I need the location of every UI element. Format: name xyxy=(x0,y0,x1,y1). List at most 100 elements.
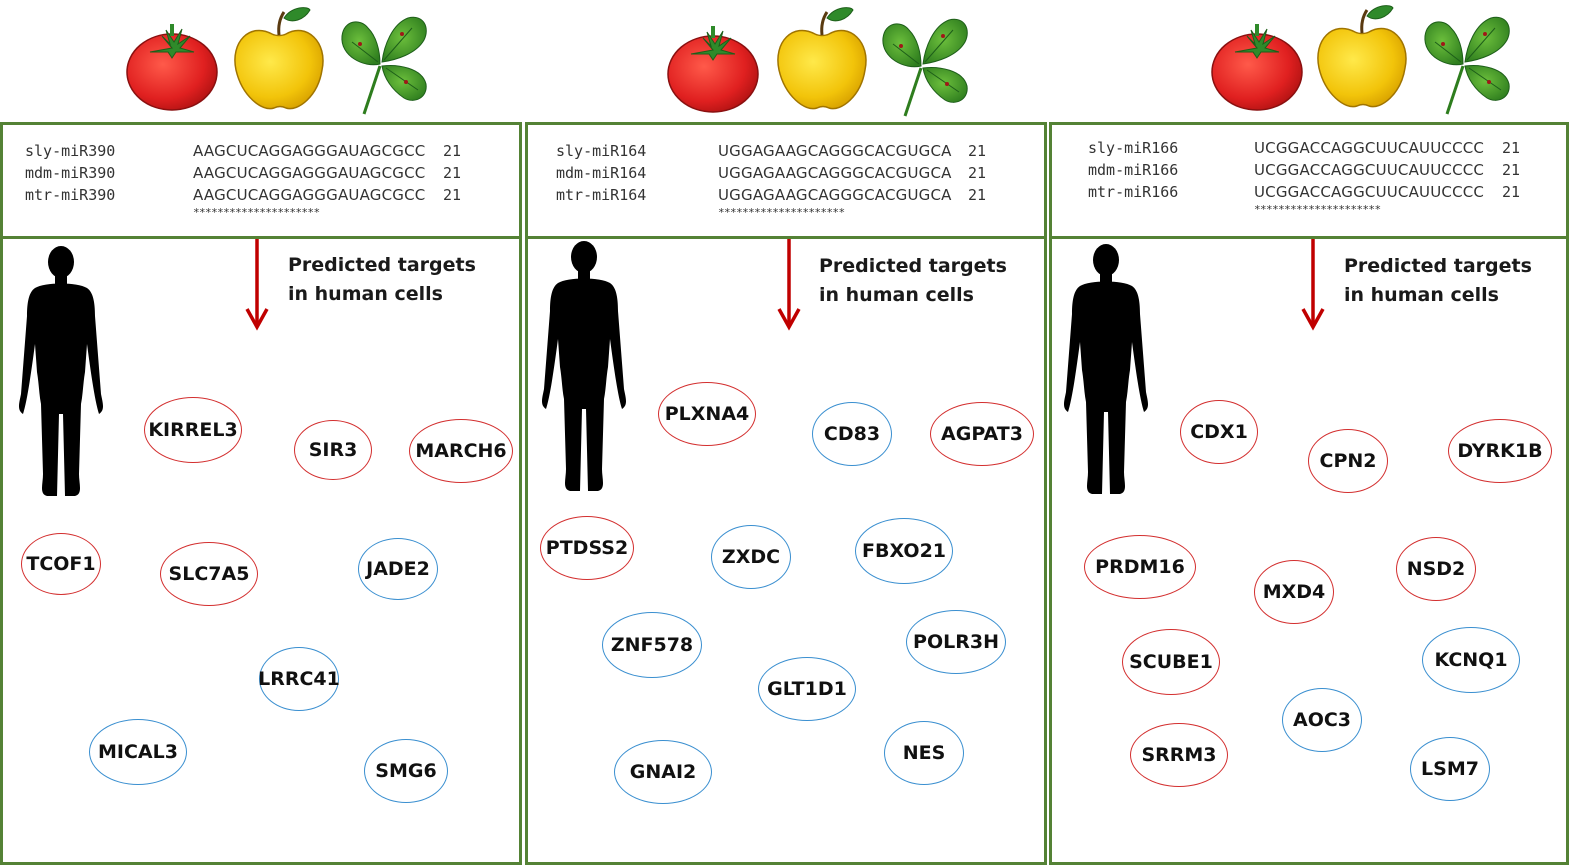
mirna-name: sly-miR390 xyxy=(25,142,116,160)
conservation-stars: ********************* xyxy=(718,206,845,219)
target-gene: PRDM16 xyxy=(1084,535,1196,599)
alignment-row: mtr-miR390 AAGCUCAGGAGGGAUAGCGCC 21 xyxy=(3,186,519,208)
target-gene: SRRM3 xyxy=(1130,723,1228,787)
targets-box: Predicted targets in human cells CDX1 CP… xyxy=(1049,239,1569,865)
target-gene: MARCH6 xyxy=(409,419,513,483)
alignment-row: mdm-miR166 UCGGACCAGGCUUCAUUCCCC 21 xyxy=(1052,161,1566,183)
mirna-sequence: UGGAGAAGCAGGGCACGUGCA xyxy=(718,142,952,160)
conservation-stars: ********************* xyxy=(1254,203,1381,216)
mirna-name: mtr-miR390 xyxy=(25,186,116,204)
alignment-row: mtr-miR164 UGGAGAAGCAGGGCACGUGCA 21 xyxy=(528,186,1044,208)
plant-icons xyxy=(1049,0,1575,122)
down-arrow-icon xyxy=(245,239,269,331)
target-gene: GNAI2 xyxy=(614,740,712,804)
target-gene: NES xyxy=(884,721,964,785)
mirna-sequence: UGGAGAAGCAGGGCACGUGCA xyxy=(718,186,952,204)
target-gene: SMG6 xyxy=(364,739,448,803)
caption-line: Predicted targets xyxy=(288,254,476,276)
tomato-icon xyxy=(126,23,218,111)
mirna-sequence: AAGCUCAGGAGGGAUAGCGCC xyxy=(193,186,426,204)
target-gene: LSM7 xyxy=(1410,737,1490,801)
caption-line: Predicted targets xyxy=(1344,255,1532,277)
human-silhouette-icon xyxy=(1064,244,1148,494)
mirna-name: mtr-miR164 xyxy=(556,186,647,204)
target-gene: DYRK1B xyxy=(1448,419,1552,483)
target-gene: ZXDC xyxy=(711,525,791,589)
alignment-row: sly-miR390 AAGCUCAGGAGGGAUAGCGCC 21 xyxy=(3,142,519,164)
apple-icon xyxy=(776,6,868,111)
mirna-length: 21 xyxy=(1502,183,1521,201)
caption-line: in human cells xyxy=(819,284,974,306)
caption-line: in human cells xyxy=(1344,284,1499,306)
target-gene: FBXO21 xyxy=(855,518,953,584)
target-gene: PTDSS2 xyxy=(540,516,634,580)
mirna-length: 21 xyxy=(443,164,462,182)
alignment-row: sly-miR166 UCGGACCAGGCUUCAUUCCCC 21 xyxy=(1052,139,1566,161)
mirna-length: 21 xyxy=(1502,139,1521,157)
tomato-icon xyxy=(667,25,759,113)
mirna-sequence: UCGGACCAGGCUUCAUUCCCC xyxy=(1254,183,1485,201)
clover-leaf-icon xyxy=(1423,15,1511,116)
target-gene: CD83 xyxy=(812,402,892,466)
target-gene: NSD2 xyxy=(1396,537,1476,601)
mirna-sequence: UGGAGAAGCAGGGCACGUGCA xyxy=(718,164,952,182)
target-gene: SCUBE1 xyxy=(1122,629,1220,695)
target-gene: CDX1 xyxy=(1180,400,1258,464)
target-gene: MICAL3 xyxy=(89,719,187,785)
mirna-name: mdm-miR390 xyxy=(25,164,116,182)
mirna-name: mdm-miR164 xyxy=(556,164,647,182)
targets-box: Predicted targets in human cells PLXNA4 … xyxy=(525,239,1047,865)
target-gene: AOC3 xyxy=(1282,688,1362,752)
human-silhouette-icon xyxy=(542,241,626,491)
mirna-length: 21 xyxy=(443,186,462,204)
target-gene: PLXNA4 xyxy=(658,382,756,446)
conservation-stars: ********************* xyxy=(193,206,320,219)
target-gene: ZNF578 xyxy=(602,612,702,678)
target-gene: SLC7A5 xyxy=(160,542,258,606)
tomato-icon xyxy=(1211,23,1303,111)
targets-caption: Predicted targets in human cells xyxy=(288,251,476,309)
mirna-sequence: AAGCUCAGGAGGGAUAGCGCC xyxy=(193,164,426,182)
apple-icon xyxy=(233,6,325,111)
mirna-sequence: UCGGACCAGGCUUCAUUCCCC xyxy=(1254,161,1485,179)
mirna-name: mdm-miR166 xyxy=(1088,161,1179,179)
targets-box: Predicted targets in human cells KIRREL3… xyxy=(0,239,522,865)
alignment-row: mdm-miR164 UGGAGAAGCAGGGCACGUGCA 21 xyxy=(528,164,1044,186)
human-silhouette-icon xyxy=(19,246,103,496)
alignment-row: mtr-miR166 UCGGACCAGGCUUCAUUCCCC 21 xyxy=(1052,183,1566,205)
target-gene: JADE2 xyxy=(358,538,438,600)
mirna-length: 21 xyxy=(1502,161,1521,179)
caption-line: in human cells xyxy=(288,283,443,305)
plant-icons xyxy=(525,0,1051,122)
mirna-length: 21 xyxy=(968,164,987,182)
target-gene: KIRREL3 xyxy=(144,397,242,463)
target-gene: SIR3 xyxy=(294,420,372,480)
mirna-sequence: UCGGACCAGGCUUCAUUCCCC xyxy=(1254,139,1485,157)
targets-caption: Predicted targets in human cells xyxy=(1344,252,1532,310)
mirna-length: 21 xyxy=(968,142,987,160)
mirna-length: 21 xyxy=(443,142,462,160)
caption-line: Predicted targets xyxy=(819,255,1007,277)
plant-icons xyxy=(0,0,526,122)
mirna-sequence: AAGCUCAGGAGGGAUAGCGCC xyxy=(193,142,426,160)
clover-leaf-icon xyxy=(881,17,969,118)
down-arrow-icon xyxy=(1301,239,1325,331)
target-gene: KCNQ1 xyxy=(1422,627,1520,693)
target-gene: AGPAT3 xyxy=(930,402,1034,466)
targets-caption: Predicted targets in human cells xyxy=(819,252,1007,310)
target-gene: LRRC41 xyxy=(258,647,340,711)
mirna-length: 21 xyxy=(968,186,987,204)
alignment-row: mdm-miR390 AAGCUCAGGAGGGAUAGCGCC 21 xyxy=(3,164,519,186)
down-arrow-icon xyxy=(777,239,801,331)
mirna-name: mtr-miR166 xyxy=(1088,183,1179,201)
mirna-name: sly-miR166 xyxy=(1088,139,1179,157)
target-gene: GLT1D1 xyxy=(758,657,856,721)
target-gene: CPN2 xyxy=(1308,429,1388,493)
